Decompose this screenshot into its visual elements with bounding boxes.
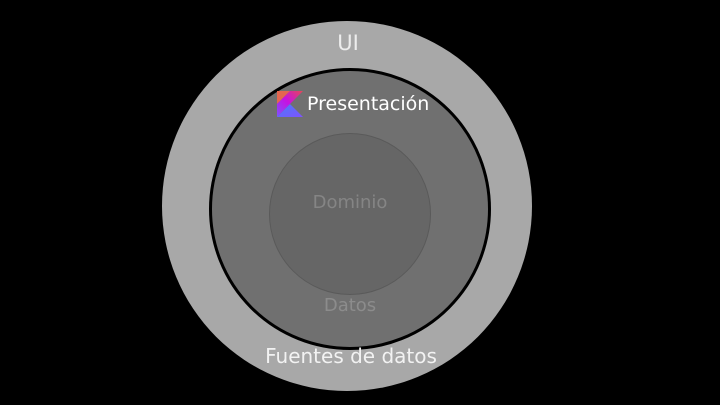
data-layer-label: Datos: [323, 295, 377, 316]
domain-layer-circle: [269, 133, 431, 295]
domain-layer-label: Dominio: [312, 192, 388, 213]
presentation-layer-heading: Presentación: [277, 91, 429, 117]
data-sources-layer-label: Fuentes de datos: [265, 344, 437, 368]
presentation-layer-label: Presentación: [307, 93, 430, 115]
ui-layer-label: UI: [337, 31, 359, 55]
kotlin-logo-icon: [277, 91, 303, 117]
